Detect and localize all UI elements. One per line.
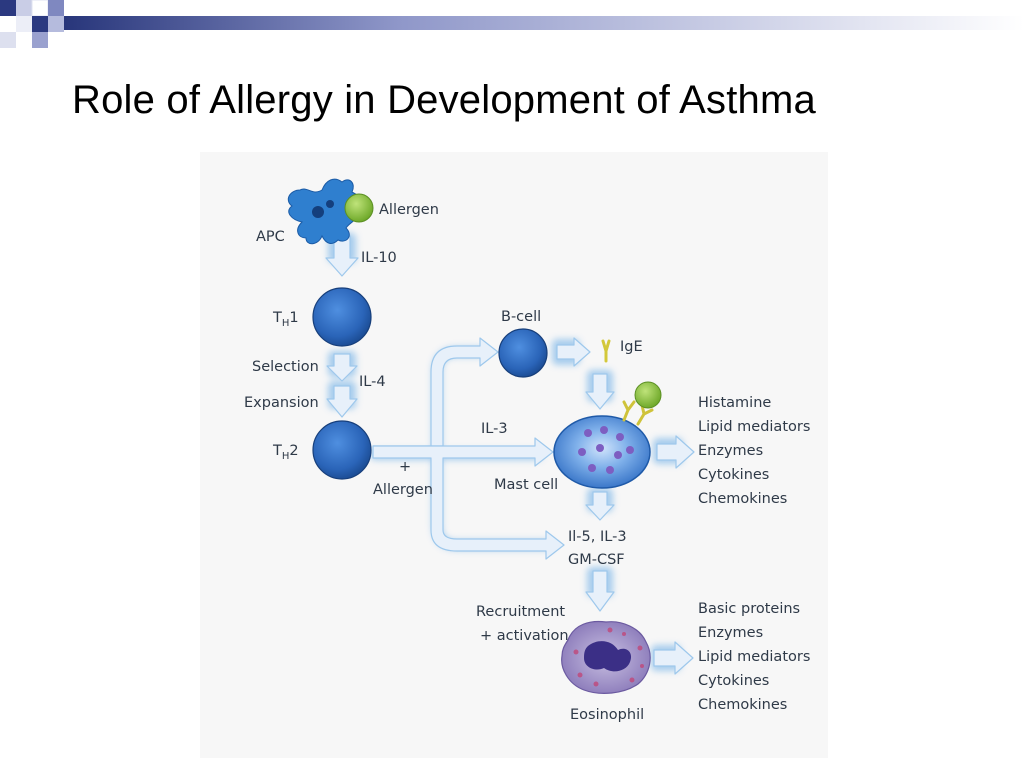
apc-nucleus bbox=[326, 200, 334, 208]
label-gmcsf: GM-CSF bbox=[568, 552, 625, 568]
eosinophil-granules bbox=[573, 627, 644, 687]
label-ige: IgE bbox=[620, 339, 643, 355]
label-il5-il3: Il-5, IL-3 bbox=[568, 529, 627, 545]
eos-output-item: Lipid mediators bbox=[698, 649, 810, 665]
allergen-bound bbox=[634, 381, 662, 409]
label-th1-sub: H bbox=[282, 318, 290, 329]
mast-output-item: Lipid mediators bbox=[698, 419, 810, 435]
allergen-particle bbox=[344, 193, 374, 223]
arrow-mastcell-to-il5 bbox=[585, 491, 615, 521]
th2-cell bbox=[312, 420, 372, 480]
mast-output-item: Enzymes bbox=[698, 443, 763, 459]
mast-output-item: Cytokines bbox=[698, 467, 769, 483]
mast-output-item: Chemokines bbox=[698, 491, 787, 507]
mast-cell bbox=[553, 415, 651, 489]
th1-cell bbox=[312, 287, 372, 347]
arrow-apc-to-th1 bbox=[325, 235, 359, 277]
arrow-ige-to-mastcell bbox=[585, 373, 615, 410]
arrow-th2-to-bcell bbox=[372, 337, 499, 447]
apc-cell bbox=[287, 178, 363, 245]
ige-antibody-icon bbox=[601, 339, 611, 363]
deco-square bbox=[32, 16, 48, 32]
label-eosinophil: Eosinophil bbox=[570, 707, 644, 723]
bcell bbox=[498, 328, 548, 378]
label-bcell: B-cell bbox=[501, 309, 541, 325]
header-gradient-bar bbox=[62, 16, 1024, 30]
label-expansion: Expansion bbox=[244, 395, 319, 411]
deco-square bbox=[16, 0, 32, 16]
label-th2-sub: H bbox=[282, 451, 290, 462]
arrow-eosinophil-outputs bbox=[653, 641, 694, 675]
label-allergen: Allergen bbox=[379, 202, 439, 218]
eosinophil-output-list: Basic proteins Enzymes Lipid mediators C… bbox=[698, 601, 810, 713]
label-recruitment: Recruitment bbox=[476, 604, 565, 620]
mast-cell-granules bbox=[578, 426, 634, 474]
label-th1-num: 1 bbox=[289, 310, 298, 326]
header-decoration bbox=[0, 0, 1024, 48]
label-th2-main: T bbox=[272, 443, 282, 459]
deco-square bbox=[48, 16, 64, 32]
label-il3: IL-3 bbox=[481, 421, 508, 437]
arrow-expansion bbox=[326, 385, 358, 418]
deco-square bbox=[0, 32, 16, 48]
eos-output-item: Chemokines bbox=[698, 697, 787, 713]
label-th1: TH1 bbox=[272, 310, 299, 329]
apc-nucleus bbox=[312, 206, 324, 218]
label-mastcell: Mast cell bbox=[494, 477, 558, 493]
arrows bbox=[325, 235, 695, 675]
deco-square bbox=[32, 32, 48, 48]
eosinophil-nucleus bbox=[584, 641, 632, 672]
deco-square bbox=[48, 0, 64, 16]
deco-square bbox=[16, 16, 32, 32]
label-th2-num: 2 bbox=[289, 443, 298, 459]
eos-output-item: Enzymes bbox=[698, 625, 763, 641]
eos-output-item: Basic proteins bbox=[698, 601, 800, 617]
deco-square bbox=[0, 0, 16, 16]
label-th1-main: T bbox=[272, 310, 282, 326]
mast-cell-output-list: Histamine Lipid mediators Enzymes Cytoki… bbox=[698, 395, 810, 507]
label-activation: + activation bbox=[480, 628, 569, 644]
slide-title: Role of Allergy in Development of Asthma bbox=[72, 78, 816, 122]
label-il4: IL-4 bbox=[359, 374, 386, 390]
label-selection: Selection bbox=[252, 359, 319, 375]
arrow-selection bbox=[326, 353, 358, 382]
mast-output-item: Histamine bbox=[698, 395, 771, 411]
label-th2: TH2 bbox=[272, 443, 299, 462]
label-plus: + bbox=[399, 459, 411, 475]
arrow-gmcsf-to-eosinophil bbox=[585, 570, 615, 612]
arrow-bcell-to-ige bbox=[556, 337, 591, 367]
arrow-th2-to-mastcell bbox=[372, 437, 565, 560]
arrow-mastcell-outputs bbox=[656, 435, 695, 469]
label-apc: APC bbox=[256, 229, 285, 245]
eos-output-item: Cytokines bbox=[698, 673, 769, 689]
label-allergen-th2: Allergen bbox=[373, 482, 433, 498]
label-il10: IL-10 bbox=[361, 250, 397, 266]
